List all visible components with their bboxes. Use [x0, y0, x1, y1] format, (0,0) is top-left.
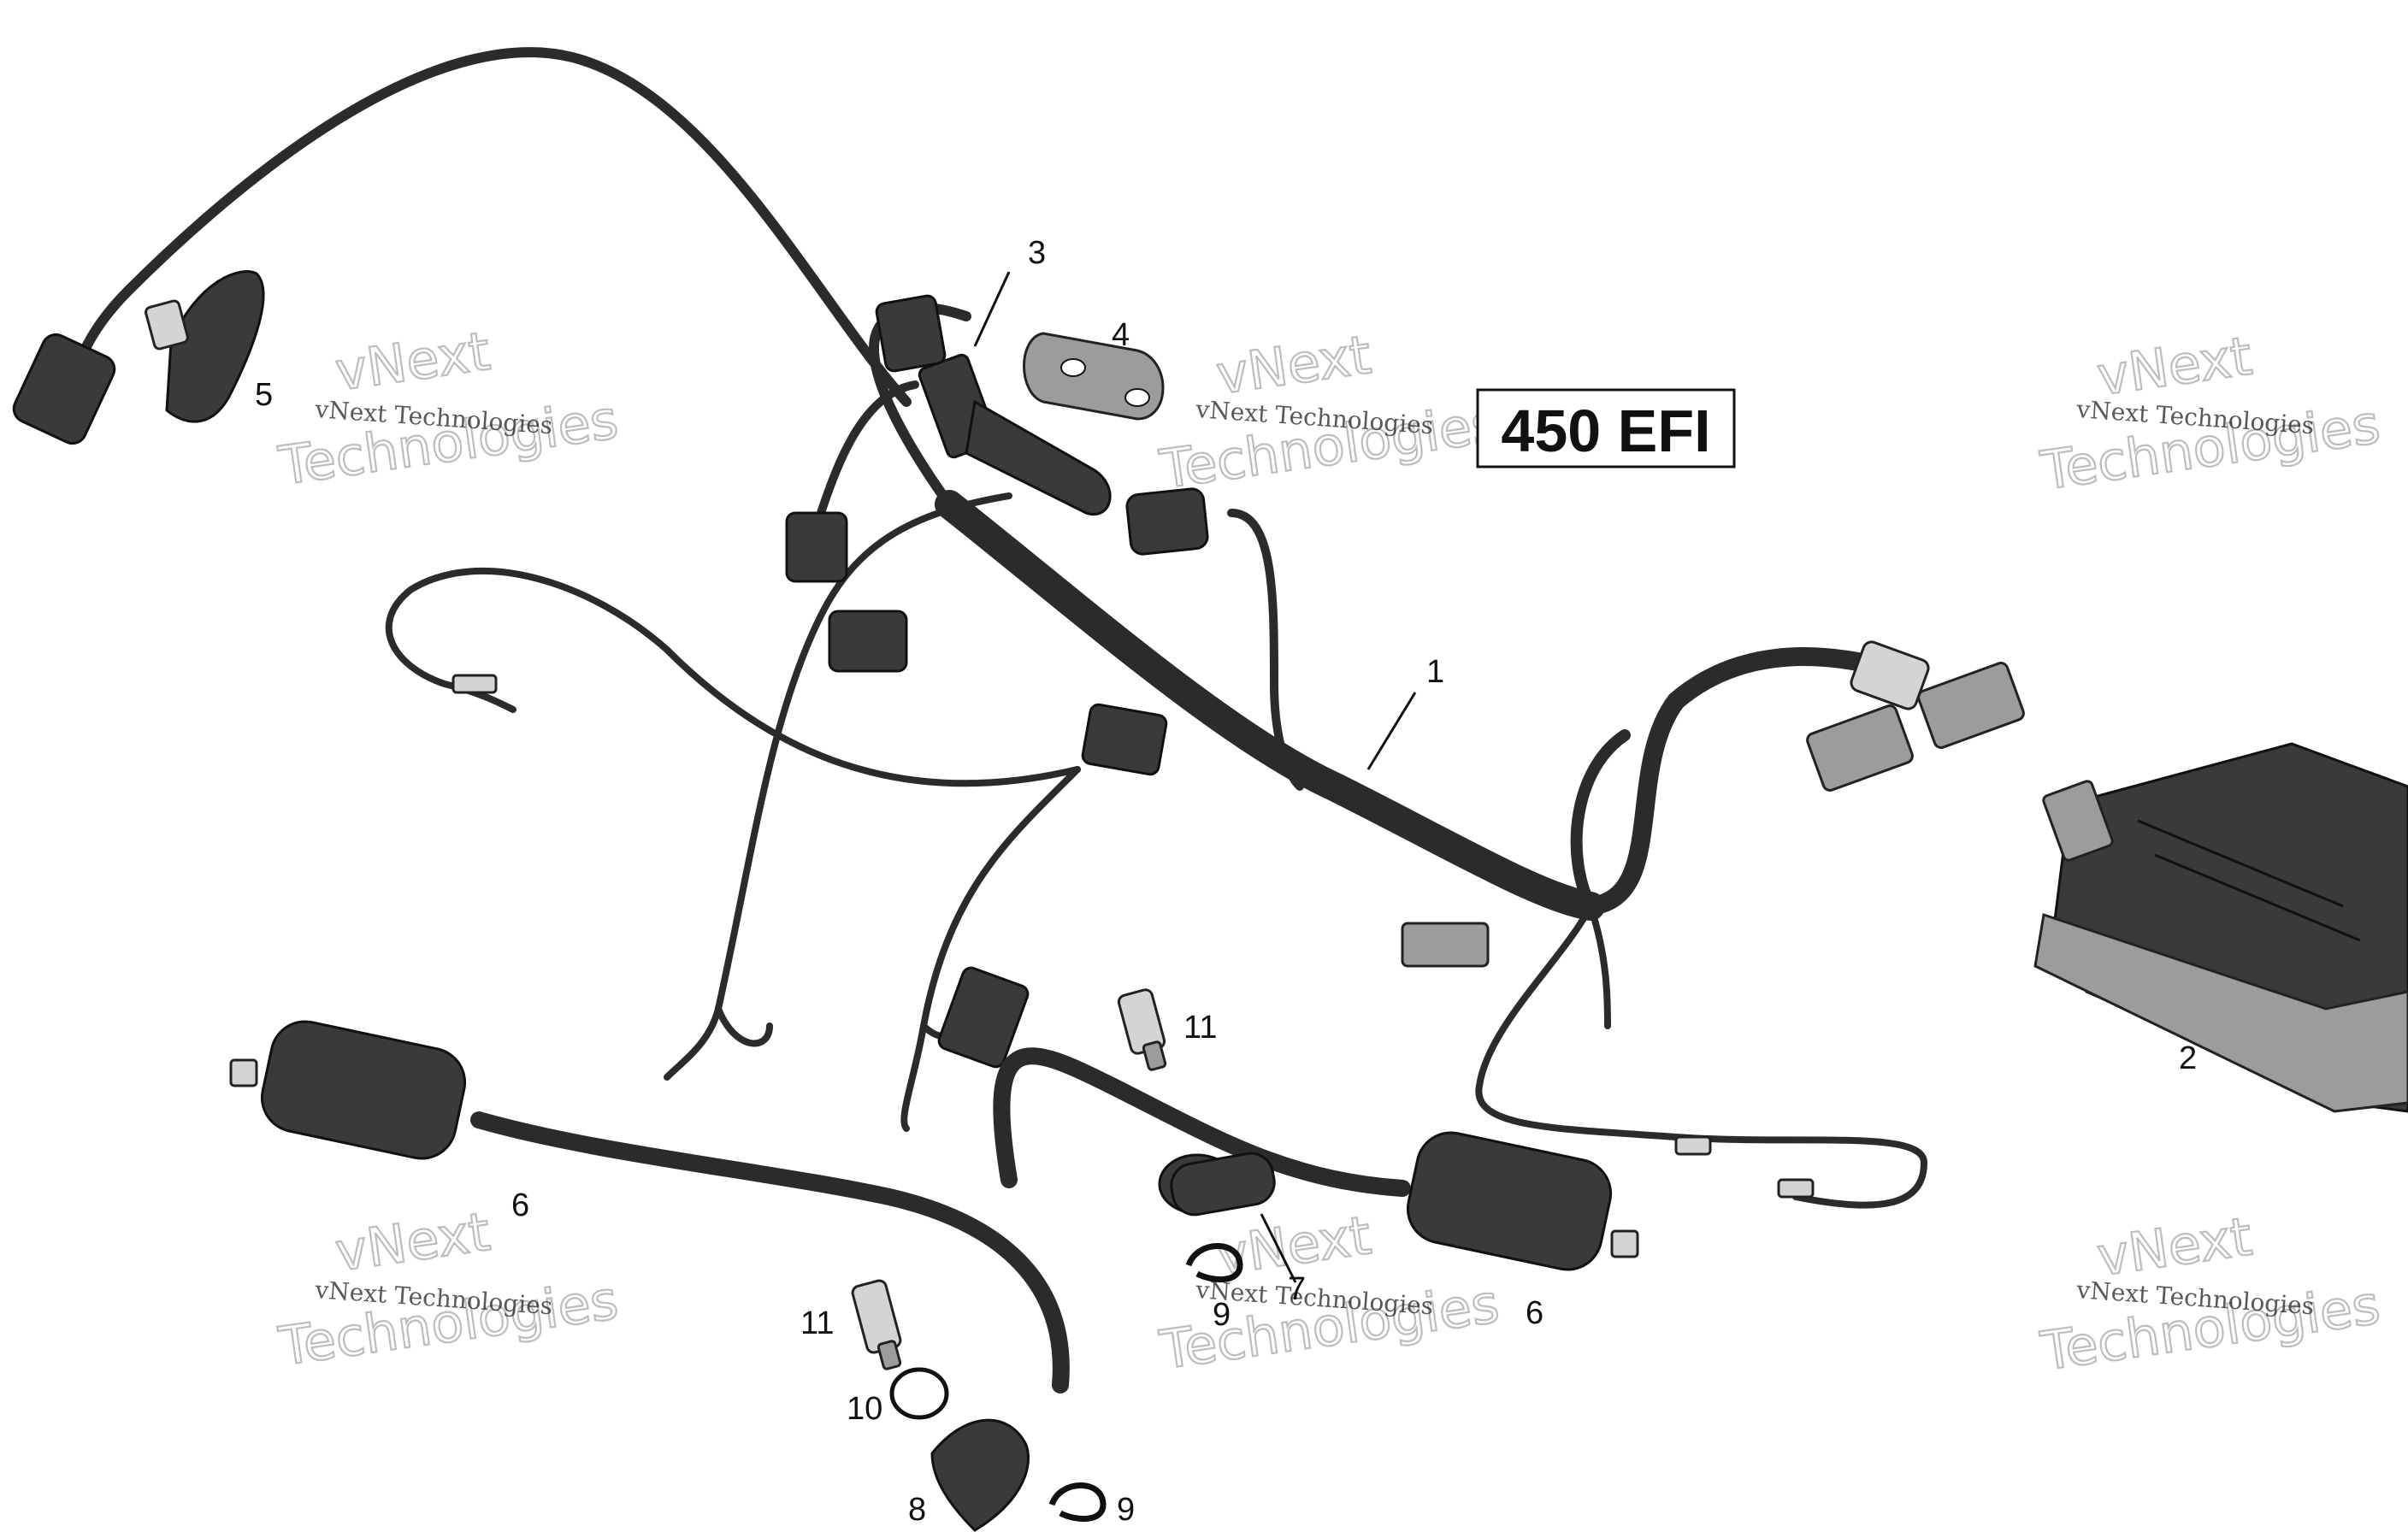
harness-connector	[785, 511, 848, 583]
spark-plug-icon	[1117, 988, 1167, 1071]
wiring-harness-icon	[12, 47, 2025, 1209]
leader-line	[1260, 1213, 1297, 1283]
model-label: 450 EFI	[1476, 388, 1736, 468]
callout-11-lower: 11	[800, 1305, 834, 1341]
callout-7: 7	[1288, 1271, 1306, 1307]
terminal	[1777, 1178, 1815, 1199]
callout-11-upper: 11	[1183, 1010, 1217, 1046]
harness-connector	[1125, 487, 1209, 556]
callout-8: 8	[908, 1492, 926, 1528]
watermark-big-vnext: vNext	[332, 1200, 494, 1283]
harness-connector	[12, 333, 116, 445]
callout-10: 10	[847, 1391, 882, 1427]
callout-4: 4	[1112, 317, 1130, 353]
spark-plug-boot-icon	[930, 1418, 1030, 1532]
harness-connector	[1081, 703, 1168, 776]
model-label-text: 450 EFI	[1501, 398, 1710, 464]
callout-6-right: 6	[1526, 1295, 1543, 1331]
sensor-icon	[145, 270, 265, 423]
callout-1: 1	[1426, 654, 1444, 690]
harness-plug	[1806, 704, 1914, 792]
harness-plug	[1850, 640, 1930, 710]
callout-5: 5	[255, 377, 273, 413]
watermark-big-vnext: vNext	[2093, 324, 2256, 407]
leader-line	[973, 271, 1011, 347]
clamp-icon	[1048, 1482, 1107, 1523]
ignition-coil-icon	[993, 1047, 1639, 1271]
harness-connector	[875, 294, 947, 373]
model-label-box	[1476, 388, 1736, 468]
harness-connector	[828, 610, 908, 673]
callout-6-left: 6	[511, 1187, 529, 1223]
spark-plug-cap-icon	[1158, 1152, 1276, 1217]
leader-line	[1366, 692, 1417, 770]
callout-3: 3	[1028, 235, 1046, 271]
harness-connector	[937, 966, 1030, 1069]
harness-plug	[1917, 662, 2025, 749]
ignition-coil-icon	[229, 1020, 1070, 1394]
harness-plug	[1401, 922, 1490, 968]
mounting-bracket-icon	[965, 332, 1165, 516]
terminal	[452, 674, 498, 694]
terminal	[1674, 1135, 1712, 1156]
callout-9-upper: 9	[1213, 1297, 1231, 1333]
callout-2: 2	[2179, 1040, 2197, 1076]
watermark-big-vnext: vNext	[2093, 1205, 2256, 1287]
ecm-module-icon	[2033, 742, 2408, 1113]
spark-plug-icon	[851, 1279, 902, 1370]
clamp-icon	[1185, 1243, 1243, 1283]
callout-9-lower: 9	[1117, 1492, 1135, 1528]
o-ring-icon	[889, 1367, 949, 1420]
watermark-big-vnext: vNext	[1213, 323, 1375, 406]
watermark-big-vnext: vNext	[332, 320, 494, 403]
